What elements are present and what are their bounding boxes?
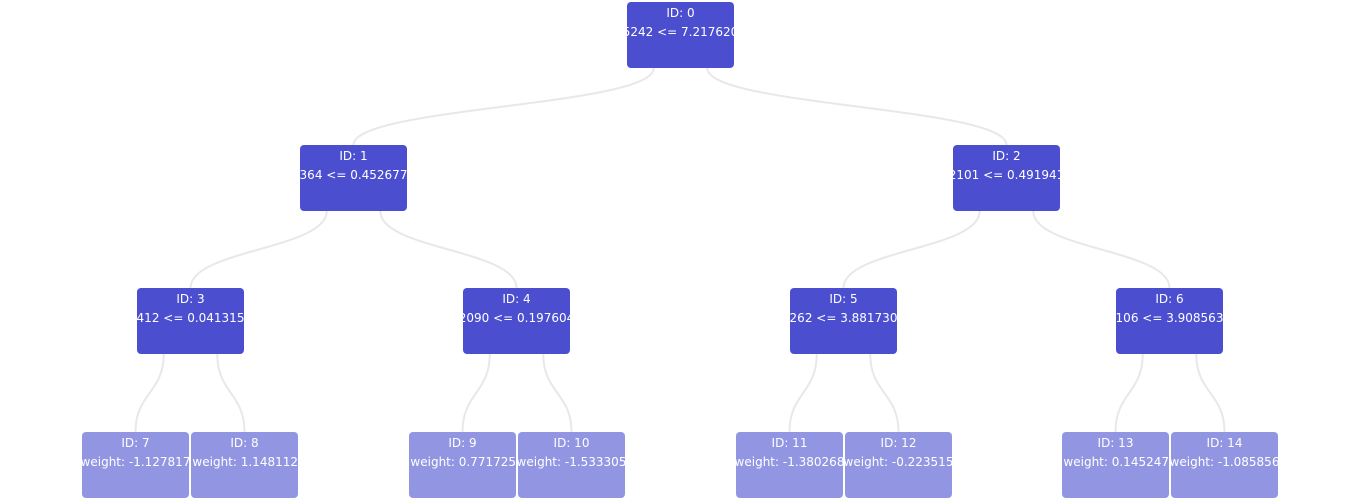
tree-leaf-13: ID: 13 weight: 0.145247 xyxy=(1062,432,1169,498)
leaf-weight: weight: -0.223515 xyxy=(845,455,952,469)
node-id-label: ID: 8 xyxy=(230,436,259,450)
tree-node-2: ID: 2 2101 <= 0.491941 xyxy=(953,145,1060,211)
tree-edge-3-8 xyxy=(216,353,246,433)
node-id-label: ID: 7 xyxy=(121,436,150,450)
leaf-weight: weight: 0.145247 xyxy=(1063,455,1169,469)
leaf-weight: weight: -1.127817 xyxy=(82,455,189,469)
leaf-weight: weight: -1.533305 xyxy=(518,455,625,469)
node-id-label: ID: 11 xyxy=(771,436,808,450)
node-split-condition: 2090 <= 0.197604 xyxy=(463,311,570,325)
tree-leaf-11: ID: 11 weight: -1.380268 xyxy=(736,432,843,498)
node-split-condition: 5242 <= 7.217620 xyxy=(627,25,734,39)
tree-edge-6-13 xyxy=(1114,353,1144,433)
node-id-label: ID: 3 xyxy=(176,292,205,306)
leaf-weight: weight: 1.148112 xyxy=(192,455,298,469)
leaf-weight: weight: 0.771725 xyxy=(410,455,516,469)
node-split-condition: 262 <= 3.881730 xyxy=(790,311,897,325)
tree-node-6: ID: 6 106 <= 3.908563 xyxy=(1116,288,1223,354)
tree-edge-2-6 xyxy=(1032,210,1171,289)
tree-edge-6-14 xyxy=(1195,353,1226,433)
tree-leaf-10: ID: 10 weight: -1.533305 xyxy=(518,432,625,498)
tree-edge-5-12 xyxy=(869,353,900,433)
node-id-label: ID: 12 xyxy=(880,436,917,450)
tree-leaf-8: ID: 8 weight: 1.148112 xyxy=(191,432,298,498)
tree-edge-4-10 xyxy=(542,353,573,433)
tree-edge-4-9 xyxy=(461,353,491,433)
node-id-label: ID: 1 xyxy=(339,149,368,163)
node-id-label: ID: 2 xyxy=(992,149,1021,163)
node-id-label: ID: 6 xyxy=(1155,292,1184,306)
node-id-label: ID: 14 xyxy=(1206,436,1243,450)
node-id-label: ID: 13 xyxy=(1097,436,1134,450)
tree-edge-2-5 xyxy=(842,210,981,289)
node-id-label: ID: 4 xyxy=(502,292,531,306)
node-id-label: ID: 0 xyxy=(666,6,695,20)
node-id-label: ID: 10 xyxy=(553,436,590,450)
tree-edge-0-2 xyxy=(706,67,1008,146)
node-id-label: ID: 5 xyxy=(829,292,858,306)
tree-node-3: ID: 3 412 <= 0.041315 xyxy=(137,288,244,354)
tree-node-4: ID: 4 2090 <= 0.197604 xyxy=(463,288,570,354)
node-split-condition: 106 <= 3.908563 xyxy=(1116,311,1223,325)
node-id-label: ID: 9 xyxy=(448,436,477,450)
tree-leaf-14: ID: 14 weight: -1.085856 xyxy=(1171,432,1278,498)
tree-leaf-12: ID: 12 weight: -0.223515 xyxy=(845,432,952,498)
tree-edge-1-4 xyxy=(379,210,518,289)
leaf-weight: weight: -1.085856 xyxy=(1171,455,1278,469)
tree-edge-3-7 xyxy=(134,353,165,433)
tree-node-1: ID: 1 364 <= 0.452677 xyxy=(300,145,407,211)
node-split-condition: 364 <= 0.452677 xyxy=(300,168,407,182)
tree-node-5: ID: 5 262 <= 3.881730 xyxy=(790,288,897,354)
tree-edge-0-1 xyxy=(352,67,655,146)
node-split-condition: 412 <= 0.041315 xyxy=(137,311,244,325)
node-split-condition: 2101 <= 0.491941 xyxy=(953,168,1060,182)
tree-leaf-9: ID: 9 weight: 0.771725 xyxy=(409,432,516,498)
tree-node-0: ID: 0 5242 <= 7.217620 xyxy=(627,2,734,68)
tree-leaf-7: ID: 7 weight: -1.127817 xyxy=(82,432,189,498)
tree-edge-5-11 xyxy=(788,353,818,433)
leaf-weight: weight: -1.380268 xyxy=(736,455,843,469)
tree-edge-1-3 xyxy=(189,210,328,289)
